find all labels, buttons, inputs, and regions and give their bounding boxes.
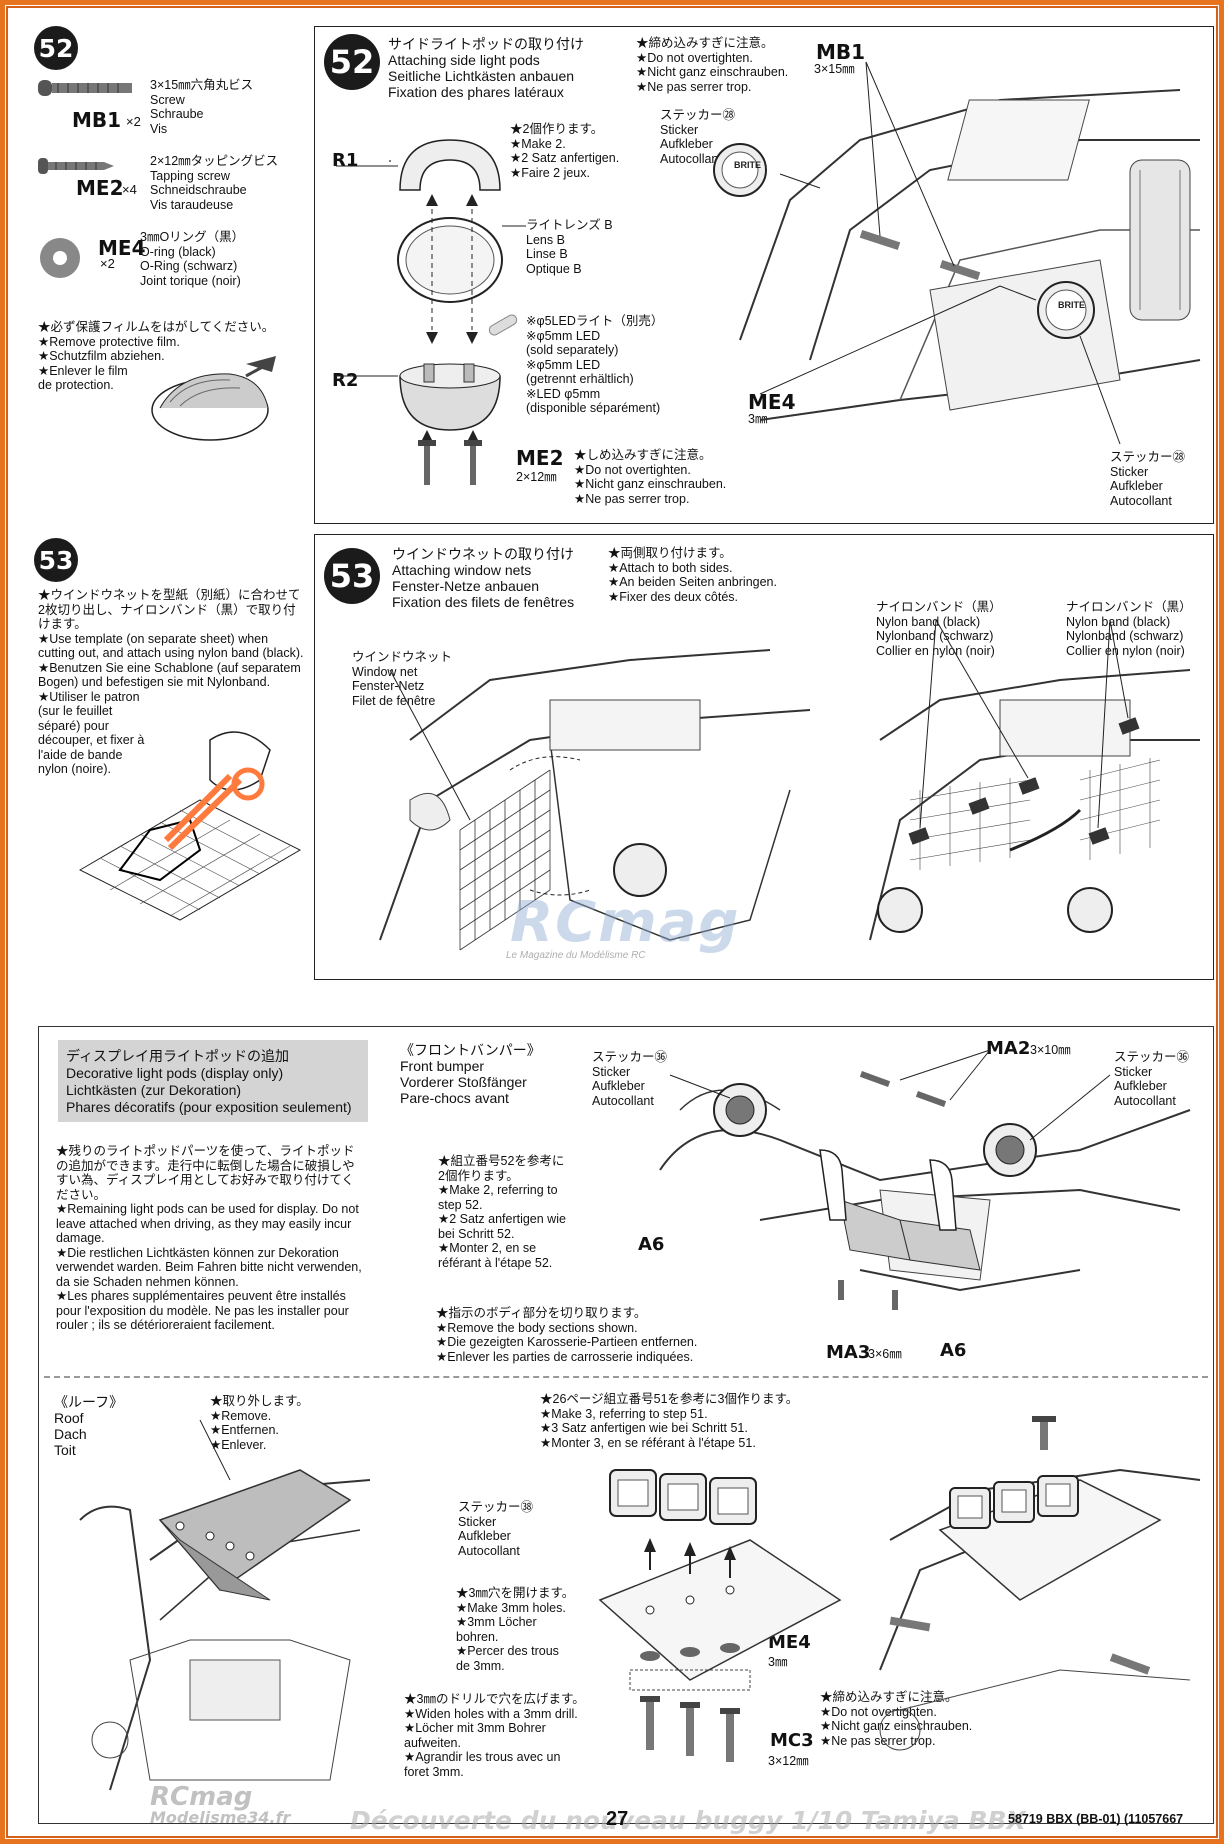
window-net-install-right [869,619,1200,941]
brite-sticker-text-bottom: BRITE [1058,300,1085,310]
rcmag-center-watermark-sub: Le Magazine du Modélisme RC [506,950,646,961]
decorative-pods-panel [38,1026,1214,1824]
step-53-title: ウインドウネットの取り付け Attaching window nets Fens… [392,546,575,610]
me2-spec: 2×12㎜タッピングビス Tapping screw Schneidschrau… [150,154,279,212]
me4-step52-code: ME4 [748,390,796,414]
decorative-note: ★残りのライトポッドパーツを使って、ライトポッドの追加ができます。走行中に転倒し… [56,1144,362,1332]
decorative-header-bg [58,1040,368,1122]
buggy-frame-side-pods [713,61,1201,445]
step-53-badge-small: 53 [34,538,78,582]
window-net-install-left [379,649,811,951]
front-bumper-title: 《フロントバンパー》 Front bumper Vorderer Stoßfän… [400,1042,541,1106]
me2-code: ME2 [76,176,124,200]
me4-qty: ×2 [100,256,115,271]
mb1-step52-code: MB1 [816,40,866,64]
step-53-badge: 53 [324,548,380,604]
roof-make3: ★26ページ組立番号51を参考に3個作ります。 ★Make 3, referri… [540,1392,799,1450]
me4-step52-size: 3㎜ [748,412,768,426]
sticker-28-bottom: ステッカー㉘ Sticker Aufkleber Autocollant [1110,450,1186,508]
me4-roof-code: ME4 [768,1632,811,1653]
page-number: 27 [606,1808,629,1830]
a6-label-left: A6 [638,1234,665,1255]
r2-label: R2 [332,370,359,391]
front-bumper-make2: ★組立番号52を参考に 2個作ります。 ★Make 2, referring t… [438,1154,566,1270]
me2-step52-size: 2×12㎜ [516,470,557,484]
widen-holes-note: ★3㎜のドリルで穴を広げます。 ★Widen holes with a 3mm … [404,1692,585,1779]
step-52-warning-top: ★締め込みすぎに注意。 ★Do not overtighten. ★Nicht … [636,36,789,94]
decorative-header: ディスプレイ用ライトポッドの追加 Decorative light pods (… [66,1048,352,1115]
window-net-label: ウインドウネット Window net Fenster-Netz Filet d… [352,650,453,708]
roof-title: 《ルーフ》 Roof Dach Toit [54,1394,124,1458]
cutting-net-illustration [78,731,302,921]
me2-screw-icon [38,158,114,174]
sticker-38: ステッカー㊳ Sticker Aufkleber Autocollant [458,1500,534,1558]
mb1-code: MB1 [72,108,122,132]
sticker-28-top: ステッカー㉘ Sticker Aufkleber Autocollant [660,108,736,166]
product-code: 58719 BBX (BB-01) (11057667 [1008,1812,1184,1826]
protective-film-illustration [151,356,276,441]
step-52-warning-bottom: ★しめ込みすぎに注意。 ★Do not overtighten. ★Nicht … [574,448,727,506]
roof-pods-installed [879,1416,1201,1751]
mc3-code: MC3 [770,1730,814,1751]
step-52-badge-small: 52 [34,26,78,70]
nylon-band-label-2: ナイロンバンド（黒） Nylon band (black) Nylonband … [1066,600,1192,658]
make-3mm-holes: ★3㎜穴を開けます。 ★Make 3mm holes. ★3mm Löcher … [456,1586,575,1673]
mc3-size: 3×12㎜ [768,1754,809,1768]
sticker-36-right: ステッカー㊱ Sticker Aufkleber Autocollant [1114,1050,1190,1108]
me4-oring-icon [40,238,80,278]
footer-site-watermark: Modelisme34.fr [150,1808,291,1827]
step-53-template-note: ★ウインドウネットを型紙（別紙）に合わせて2枚切り出し、ナイロンバンド（黒）で取… [38,588,304,776]
section-divider [44,1376,1208,1378]
roof-overtighten-warning: ★締め込みすぎに注意。 ★Do not overtighten. ★Nicht … [820,1690,973,1748]
brite-sticker-text-top: BRITE [734,160,761,170]
sticker-36-left: ステッカー㊱ Sticker Aufkleber Autocollant [592,1050,668,1108]
step-52-panel [314,26,1214,524]
me4-roof-size: 3㎜ [768,1655,788,1669]
mb1-spec: 3×15㎜六角丸ビス Screw Schraube Vis [150,78,254,136]
step-52-badge: 52 [324,34,380,90]
me2-step52-code: ME2 [516,446,564,470]
ma2-size: 3×10㎜ [1030,1043,1071,1057]
mb1-qty: ×2 [126,114,141,129]
step-53-both-sides: ★両側取り付けます。 ★Attach to both sides. ★An be… [608,546,777,604]
rcmag-center-watermark: RCmag [510,890,741,955]
ma2-code: MA2 [986,1038,1031,1059]
front-bumper-illustration [659,1049,1191,1310]
step-52-title: サイドライトポッドの取り付け Attaching side light pods… [388,36,584,100]
ma3-code: MA3 [826,1342,871,1363]
page-border-inner [6,6,1218,1838]
a6-label-right: A6 [940,1340,967,1361]
mb1-step52-size: 3×15㎜ [814,62,855,76]
light-pod-exploded-view [336,139,526,485]
step-52-make2: ★2個作ります。 ★Make 2. ★2 Satz anfertigen. ★F… [510,122,620,180]
lens-b-label: ライトレンズ B Lens B Linse B Optique B [526,218,613,276]
protective-film-note: ★必ず保護フィルムをはがしてください。 ★Remove protective f… [38,320,275,392]
nylon-band-label-1: ナイロンバンド（黒） Nylon band (black) Nylonband … [876,600,1002,658]
me2-qty: ×4 [122,182,137,197]
me4-spec: 3㎜Oリング（黒） O-ring (black) O-Ring (schwarz… [140,230,245,288]
r1-label: R1 [332,150,359,171]
footer-rcmag-logo: RCmag [150,1782,253,1812]
roof-removal-illustration [79,1419,371,1791]
roof-remove: ★取り外します。 ★Remove. ★Entfernen. ★Enlever. [210,1394,309,1452]
led-note: ※φ5LEDライト（別売） ※φ5mm LED (sold separately… [526,314,664,415]
me4-code: ME4 [98,236,146,260]
mb1-screw-icon [38,80,132,96]
roof-pods-assembly [598,1469,842,1762]
remove-body-note: ★指示のボディ部分を切り取ります。 ★Remove the body secti… [436,1306,698,1364]
step-53-panel [314,534,1214,980]
footer-caption-watermark: Découverte du nouveau buggy 1/10 Tamiya … [350,1806,1026,1835]
ma3-size: 3×6㎜ [868,1347,902,1361]
